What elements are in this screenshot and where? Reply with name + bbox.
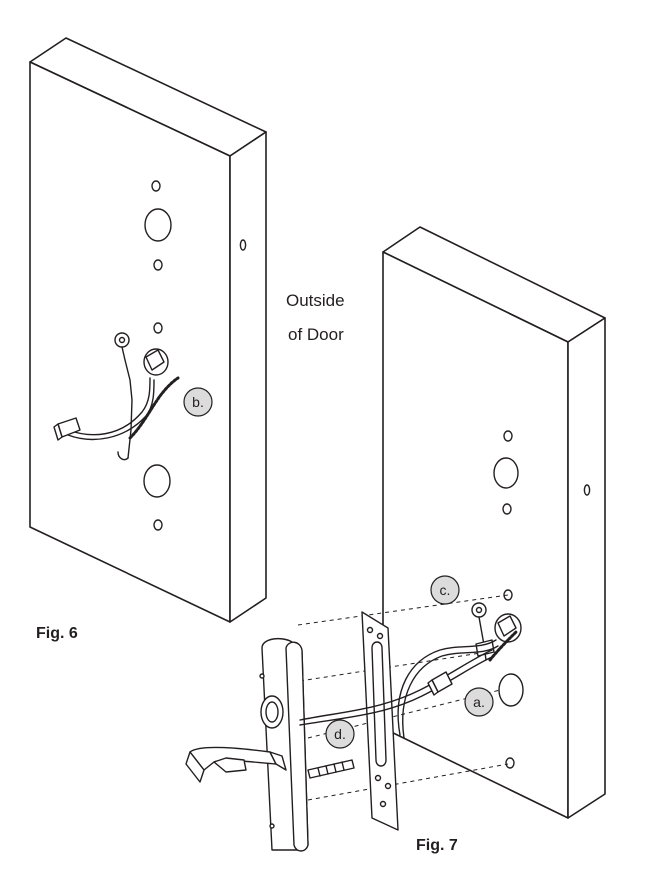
fig7-grommet [497, 615, 517, 637]
callout-c: c. [430, 575, 460, 605]
fig6-lower-bore [143, 464, 171, 498]
outside-label-line2: of Door [288, 325, 344, 344]
fig7-wire-harness [299, 602, 518, 739]
fig6-screw-hole-3 [153, 322, 163, 334]
fig6-screw-hole-1 [151, 180, 161, 192]
callout-b-label: b. [192, 394, 204, 410]
fig7-lower-bore [498, 673, 524, 707]
escutcheon-face [285, 641, 309, 852]
escutcheon-trim [259, 637, 309, 852]
fig7-screw-hole-2 [502, 503, 512, 515]
fig7-screw-hole-4 [505, 757, 515, 769]
fig6-upper-bore [144, 208, 172, 242]
fig6-door-front [29, 61, 231, 623]
fig6-caption: Fig. 6 [36, 625, 78, 642]
fig7-caption: Fig. 7 [416, 837, 458, 854]
fig7-door-front [382, 251, 569, 819]
callout-d-label: d. [334, 726, 346, 742]
cylinder-core [265, 701, 279, 723]
fig6-grommet [145, 349, 165, 371]
fig7-door-edge [567, 317, 606, 819]
spindle [307, 759, 355, 779]
callout-b: b. [183, 387, 213, 417]
fig7-screw-hole-1 [503, 430, 513, 442]
fig6-screw-hole-4 [153, 519, 163, 531]
lever-handle [185, 746, 287, 783]
fig7-edge-hole [583, 484, 591, 496]
fig6-door: b. [29, 37, 267, 623]
fig6-screw-hole-2 [153, 259, 163, 271]
callout-a: a. [464, 687, 494, 717]
callout-a-label: a. [473, 694, 485, 710]
callout-d: d. [325, 719, 355, 749]
fig6-wire-harness [53, 332, 180, 461]
outside-label-line1: Outside [286, 291, 345, 310]
fig7-screw-hole-3 [503, 589, 513, 601]
callout-c-label: c. [440, 582, 451, 598]
fig6-door-edge [229, 131, 267, 623]
fig6-edge-hole [239, 239, 247, 251]
mounting-plate [361, 611, 399, 831]
fig7-door [382, 226, 606, 819]
fig7-upper-bore [493, 457, 519, 489]
